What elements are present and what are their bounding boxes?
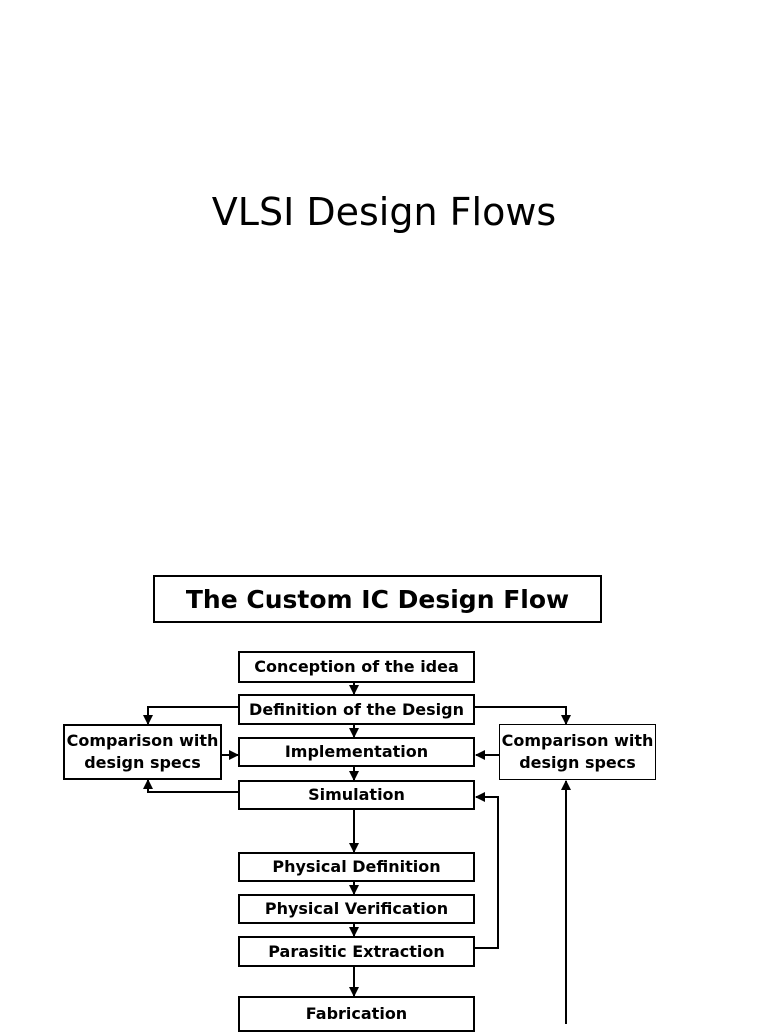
comparison-right: Comparison with design specs	[499, 724, 656, 780]
step-simulation: Simulation	[238, 780, 475, 810]
step-simulation-label: Simulation	[308, 785, 405, 804]
step-definition: Definition of the Design	[238, 694, 475, 725]
comparison-right-line1: Comparison with	[501, 731, 654, 750]
comparison-right-line2: design specs	[519, 753, 636, 772]
step-parasitic-extraction-label: Parasitic Extraction	[268, 941, 445, 961]
step-conception-label: Conception of the idea	[254, 657, 459, 676]
step-physical-definition-label: Physical Definition	[272, 857, 441, 876]
comparison-left-line2: design specs	[84, 753, 201, 772]
diagram-title: The Custom IC Design Flow	[153, 575, 602, 623]
step-physical-verification-label: Physical Verification	[264, 899, 449, 918]
step-physical-verification: Physical Verification	[238, 894, 475, 924]
step-implementation-label: Implementation	[284, 742, 429, 761]
step-physical-definition: Physical Definition	[238, 852, 475, 882]
arrow-definition-to-right-comparison	[475, 706, 571, 725]
step-parasitic-extraction: Parasitic Extraction	[238, 936, 475, 967]
comparison-left: Comparison with design specs	[63, 724, 222, 780]
step-implementation: Implementation	[238, 737, 475, 767]
arrow-simulation-to-left-comparison	[143, 779, 238, 793]
step-definition-label: Definition of the Design	[249, 699, 464, 719]
arrow-definition-to-left-comparison	[143, 706, 238, 725]
step-fabrication-label: Fabrication	[305, 1004, 408, 1023]
step-conception: Conception of the idea	[238, 651, 475, 683]
comparison-left-line1: Comparison with	[66, 731, 219, 750]
step-fabrication: Fabrication	[238, 996, 475, 1032]
arrow-parasitic-to-simulation	[475, 792, 499, 949]
slide-title: VLSI Design Flows	[211, 190, 557, 234]
